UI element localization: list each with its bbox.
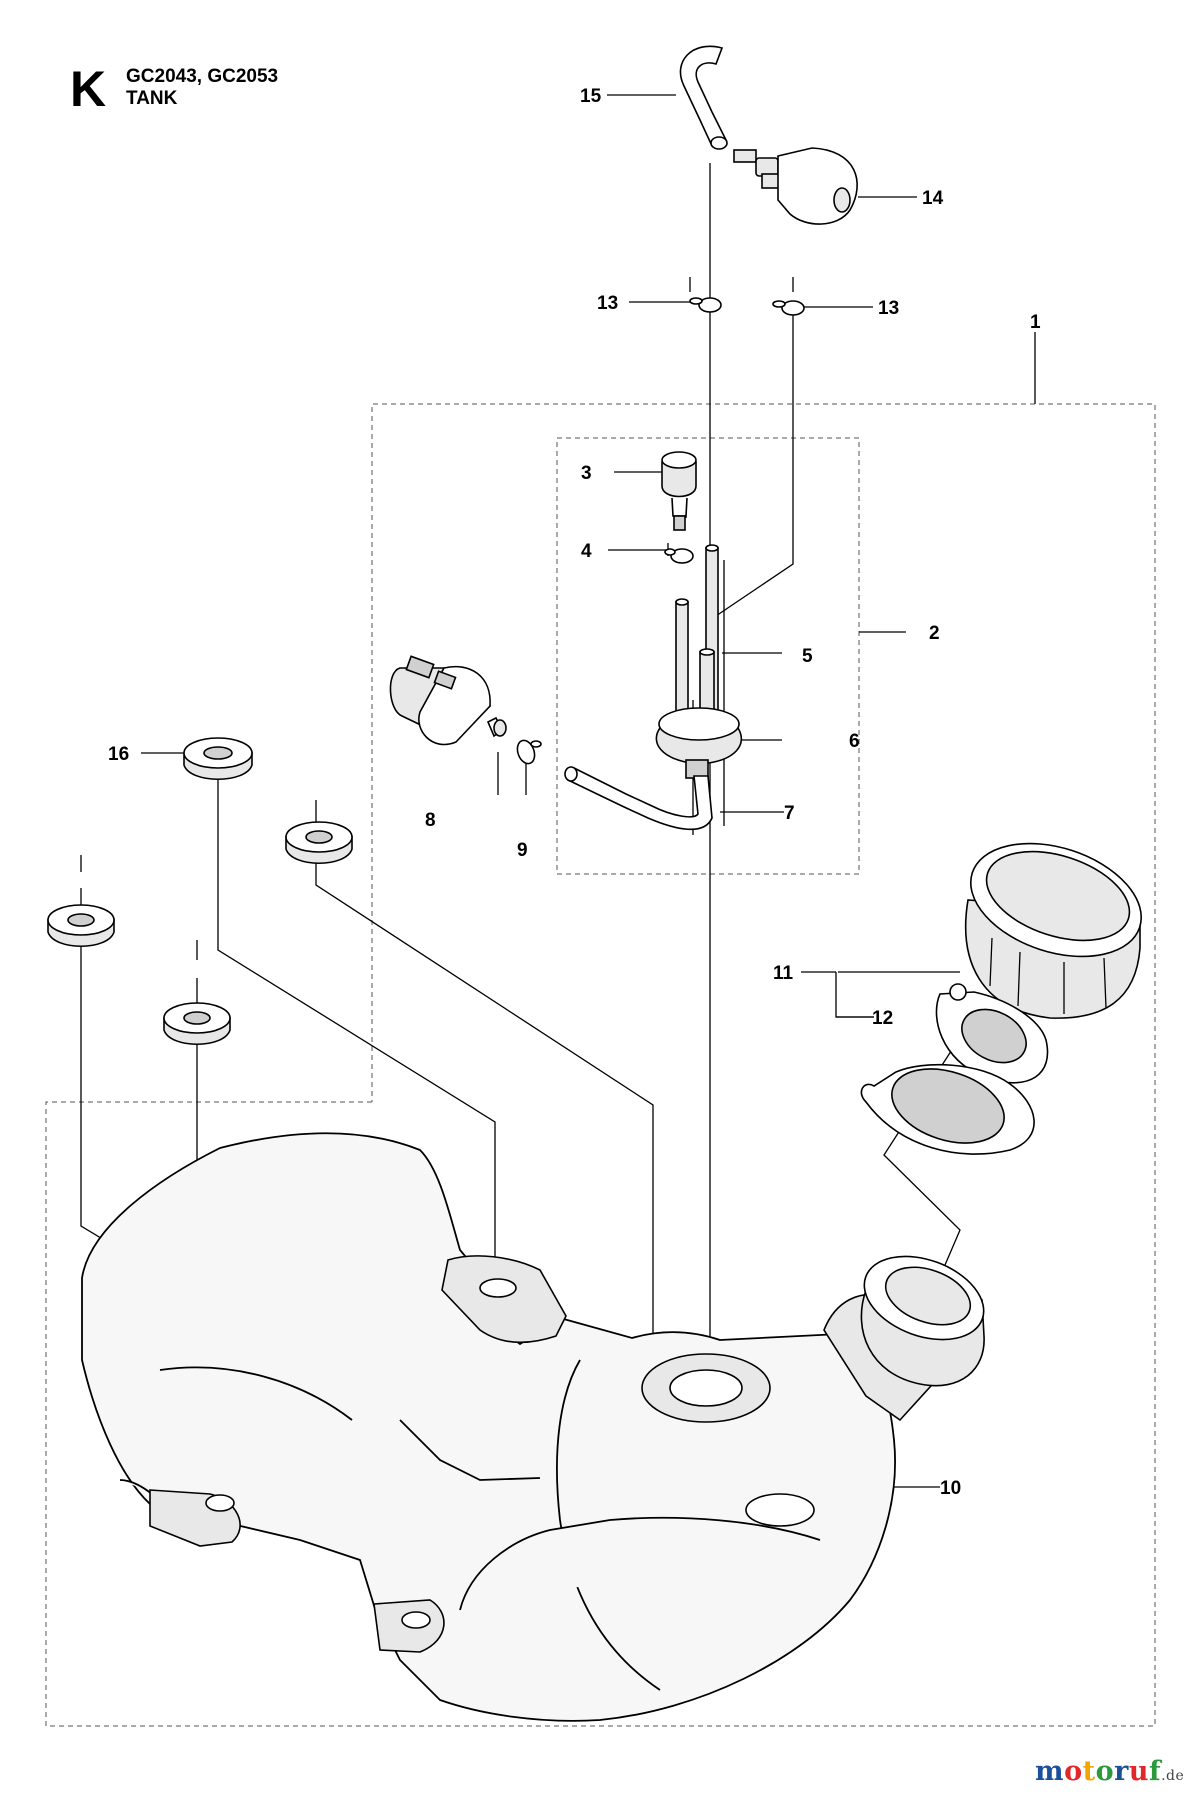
watermark-letter: f: [1148, 1756, 1162, 1787]
part-9-clip: [516, 739, 542, 765]
part-13-clamp-left: [689, 297, 722, 313]
part-3-fuel-filter: [661, 451, 697, 531]
part-16-washer-3: [47, 904, 115, 948]
section-letter: K: [70, 61, 107, 117]
watermark-letter: o: [1095, 1756, 1115, 1787]
callout-2: 2: [929, 623, 940, 644]
part-16-washer-4: [163, 1002, 231, 1046]
callout-12: 12: [872, 1008, 893, 1029]
callout-13-left: 13: [597, 293, 618, 314]
part-10-filler-neck: [860, 1255, 985, 1387]
watermark-letter: o: [1064, 1756, 1083, 1787]
callout-9: 9: [517, 840, 528, 861]
part-8-fuel-filter: [389, 655, 507, 746]
diagram-header: GC2043, GC2053 TANK: [126, 66, 278, 110]
part-7-hose-end: [564, 766, 578, 782]
part-13-clamp-right: [772, 300, 805, 316]
callout-6: 6: [849, 731, 860, 752]
watermark-letter: t: [1082, 1756, 1096, 1787]
callout-7: 7: [784, 803, 795, 824]
part-6-grommet: [655, 707, 743, 779]
watermark-letter: r: [1114, 1756, 1129, 1787]
callout-14: 14: [922, 188, 944, 209]
part-10-fuel-tank: [81, 1132, 941, 1722]
part-16-washer-1: [183, 737, 253, 781]
diagram-title: TANK: [126, 87, 178, 109]
motoruf-watermark-logo: motoruf.de: [1035, 1756, 1184, 1787]
part-16-washer-2: [285, 821, 353, 865]
part-15-hose: [679, 45, 728, 148]
part-4-clamp: [664, 548, 694, 564]
callout-16: 16: [108, 744, 129, 765]
callout-3: 3: [581, 463, 592, 484]
watermark-letter: u: [1128, 1756, 1149, 1787]
assembly-1-boundary: [45, 403, 1156, 1727]
callout-8: 8: [425, 810, 436, 831]
part-5-fuel-tubes: [675, 544, 719, 715]
part-14-primer-bulb: [733, 147, 858, 225]
callout-4: 4: [581, 541, 592, 562]
watermark-letter: m: [1035, 1756, 1065, 1787]
callout-15: 15: [580, 86, 602, 107]
callout-1: 1: [1030, 312, 1041, 333]
model-numbers: GC2043, GC2053: [126, 66, 279, 87]
part-11-fuel-cap: [964, 842, 1143, 1019]
watermark-tld: .de: [1161, 1768, 1185, 1784]
callout-5: 5: [802, 646, 813, 667]
callout-13-right: 13: [878, 298, 899, 319]
part-7-fuel-hose: [566, 766, 713, 831]
callout-labels: 15 14 13 13 1 3 4 2 5 6 7 8 9 16 11 12 1…: [108, 86, 1041, 1499]
part-12-cap-seal: [935, 983, 1049, 1084]
callout-11: 11: [773, 963, 794, 984]
callout-10: 10: [940, 1478, 961, 1499]
part-15-hose-end: [710, 136, 728, 150]
